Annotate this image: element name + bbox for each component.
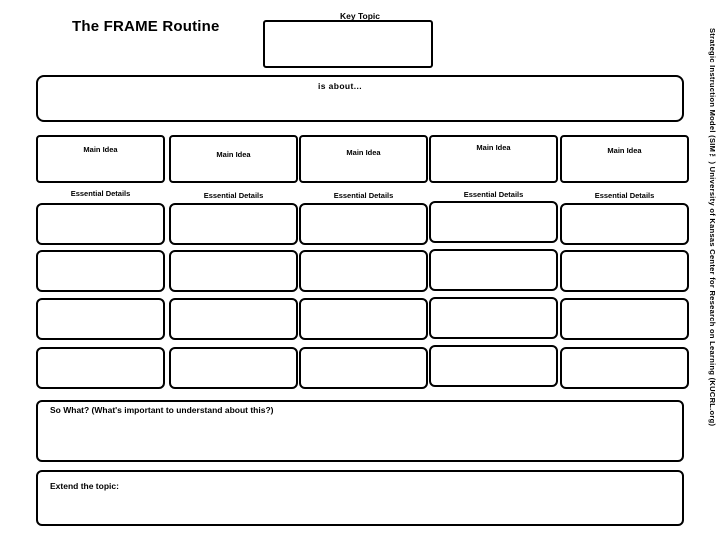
so-what-box[interactable]	[36, 400, 684, 462]
main-idea-label-4: Main Idea	[476, 143, 511, 152]
side-credit-text: Strategic Instruction Model (SIM™) Unive…	[708, 28, 717, 427]
main-idea-label-2: Main Idea	[216, 150, 251, 159]
detail-box-2-1[interactable]	[169, 203, 298, 245]
detail-box-2-3[interactable]	[169, 298, 298, 340]
main-idea-box-2[interactable]	[169, 135, 298, 183]
detail-box-3-4[interactable]	[299, 347, 428, 389]
key-topic-box[interactable]	[263, 20, 433, 68]
extend-topic-label: Extend the topic:	[50, 481, 119, 491]
detail-box-5-3[interactable]	[560, 298, 689, 340]
detail-box-4-3[interactable]	[429, 297, 558, 339]
detail-box-4-1[interactable]	[429, 201, 558, 243]
is-about-box[interactable]	[36, 75, 684, 122]
detail-box-1-3[interactable]	[36, 298, 165, 340]
essential-details-label-2: Essential Details	[203, 191, 264, 200]
main-idea-box-4[interactable]	[429, 135, 558, 183]
essential-details-label-1: Essential Details	[70, 189, 131, 198]
key-topic-label: Key Topic	[340, 11, 380, 21]
detail-box-3-1[interactable]	[299, 203, 428, 245]
detail-box-1-4[interactable]	[36, 347, 165, 389]
main-idea-label-5: Main Idea	[607, 146, 642, 155]
extend-topic-box[interactable]	[36, 470, 684, 526]
is-about-label: is about...	[317, 81, 363, 91]
detail-box-3-3[interactable]	[299, 298, 428, 340]
main-idea-box-5[interactable]	[560, 135, 689, 183]
detail-box-5-4[interactable]	[560, 347, 689, 389]
detail-box-2-4[interactable]	[169, 347, 298, 389]
essential-details-label-3: Essential Details	[333, 191, 394, 200]
detail-box-5-2[interactable]	[560, 250, 689, 292]
main-idea-box-1[interactable]	[36, 135, 165, 183]
page-title: The FRAME Routine	[72, 18, 220, 35]
essential-details-label-4: Essential Details	[463, 190, 524, 199]
detail-box-4-2[interactable]	[429, 249, 558, 291]
so-what-label: So What? (What's important to understand…	[50, 405, 274, 415]
main-idea-label-1: Main Idea	[83, 145, 118, 154]
detail-box-1-1[interactable]	[36, 203, 165, 245]
detail-box-2-2[interactable]	[169, 250, 298, 292]
detail-box-1-2[interactable]	[36, 250, 165, 292]
detail-box-3-2[interactable]	[299, 250, 428, 292]
essential-details-label-5: Essential Details	[594, 191, 655, 200]
main-idea-label-3: Main Idea	[346, 148, 381, 157]
main-idea-box-3[interactable]	[299, 135, 428, 183]
detail-box-5-1[interactable]	[560, 203, 689, 245]
detail-box-4-4[interactable]	[429, 345, 558, 387]
